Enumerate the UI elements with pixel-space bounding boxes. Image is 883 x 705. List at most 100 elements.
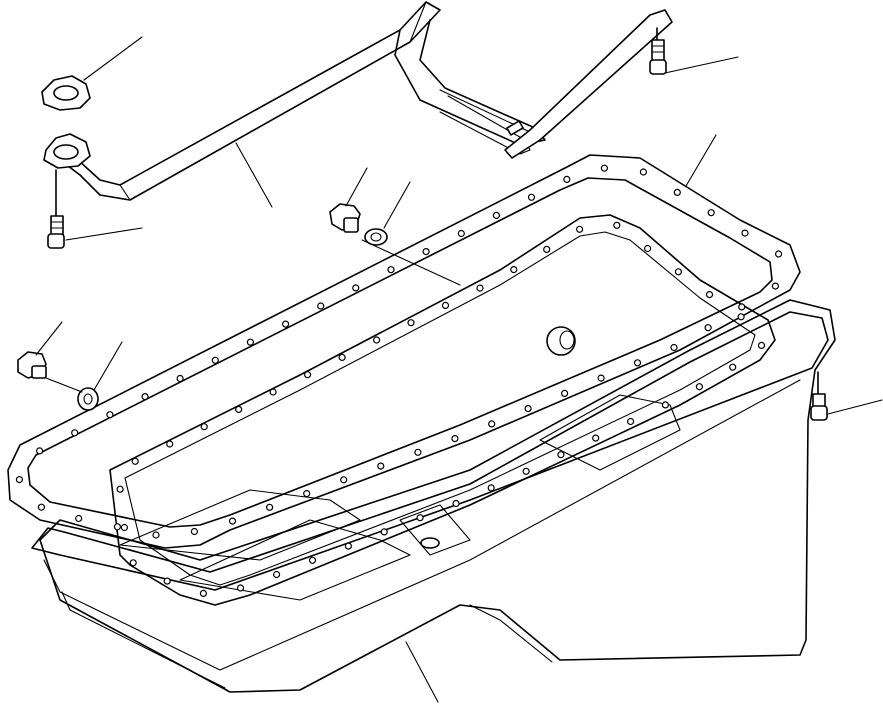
gasket-bolt-hole <box>35 447 44 455</box>
leader-bracket-bolt <box>664 56 739 74</box>
gasket-bolt-hole <box>387 266 395 274</box>
gasket-bolt-hole <box>639 168 648 176</box>
gasket-bolt-hole <box>707 209 715 217</box>
gasket-bolt-hole <box>407 319 415 327</box>
gasket-bolt-hole <box>235 405 243 413</box>
gasket-bolt-hole <box>695 383 704 391</box>
gasket-bolt-hole <box>338 353 346 361</box>
gasket-bolt-hole <box>308 556 317 564</box>
gasket-bolt-hole <box>600 164 609 172</box>
drain-plug <box>329 203 361 233</box>
gasket-bolt-hole <box>273 570 281 579</box>
gasket-bolt-hole <box>246 338 254 346</box>
gasket-bolt-hole <box>452 499 460 508</box>
mounting-bolt <box>47 169 65 249</box>
gasket-bolt-hole <box>774 250 783 258</box>
gasket-bolt-hole <box>488 420 496 428</box>
leader-drain-plug-lower <box>35 321 63 356</box>
gasket-bolt-hole <box>304 371 312 379</box>
pipe-gasket <box>41 75 91 111</box>
gasket-bolt-hole <box>282 320 290 328</box>
gasket-bolt-hole <box>673 188 681 196</box>
gasket-bolt-hole <box>737 313 745 321</box>
gasket-bolt-hole <box>771 282 780 290</box>
gasket-bolt-holes <box>15 164 783 598</box>
gasket-bolt-hole <box>704 324 712 332</box>
leader-drain-plug-upper <box>345 167 368 207</box>
gasket-bolt-hole <box>422 248 430 256</box>
gasket-bolt-hole <box>592 434 600 442</box>
gasket-bolt-hole <box>211 356 219 364</box>
gasket-bolt-hole <box>129 559 137 567</box>
gasket-bolt-hole <box>163 577 171 585</box>
gasket-bolt-hole <box>15 476 23 484</box>
gasket-bolt-hole <box>113 523 122 531</box>
gasket-bolt-hole <box>670 343 678 352</box>
gasket-bolt-hole <box>373 336 381 344</box>
gasket-bolt-hole <box>457 229 465 238</box>
gasket-bolt-hole <box>560 389 569 397</box>
gasket-bolt-hole <box>757 341 766 349</box>
gasket-bolt-hole <box>522 467 530 475</box>
strainer-support-bracket <box>504 9 673 159</box>
gasket-bolt-hole <box>199 589 207 598</box>
gasket-bolt-hole <box>557 451 565 459</box>
gasket-bolt-hole <box>131 457 139 465</box>
gasket-bolt-hole <box>266 503 274 511</box>
leader-washer-upper <box>383 181 411 229</box>
gasket-bolt-hole <box>451 435 459 443</box>
gasket-bolt-hole <box>380 528 388 536</box>
gasket-bolt-hole <box>166 440 174 448</box>
gasket-bolt-hole <box>352 284 360 292</box>
gasket-bolt-hole <box>37 503 46 511</box>
drain-axis-line <box>361 239 461 286</box>
gasket-bolt-hole <box>597 374 605 382</box>
gasket-bolt-hole <box>176 374 184 383</box>
gasket-bolt-hole <box>106 411 114 419</box>
gasket-bolt-hole <box>626 417 635 426</box>
gasket-bolt-hole <box>441 301 450 309</box>
gasket-bolt-hole <box>303 490 311 498</box>
gasket-bolt-hole <box>575 225 584 233</box>
gasket-bolt-hole <box>563 175 571 183</box>
gasket-bolt-hole <box>510 266 518 274</box>
gasket-bolt-hole <box>543 245 551 253</box>
gasket-bolt-hole <box>377 462 385 470</box>
gasket-bolt-hole <box>340 476 348 484</box>
leader-pipe-gasket <box>83 36 143 81</box>
gasket-bolt-hole <box>674 268 683 276</box>
gasket-bolt-hole <box>344 542 352 550</box>
pan-floor-plug <box>546 326 576 356</box>
gasket-bolt-hole <box>476 284 484 292</box>
leader-mounting-bolt <box>65 227 143 241</box>
gasket-bolt-hole <box>317 302 325 310</box>
bracket-bolt <box>649 27 667 75</box>
gasket-bolt-hole <box>613 221 621 229</box>
gasket-bolt-hole <box>524 405 532 413</box>
oil-pan-gasket <box>7 154 801 606</box>
drain-plug <box>17 351 47 379</box>
pan-side-bolt <box>810 371 828 421</box>
gasket-bolt-hole <box>416 514 424 522</box>
leader-oil-pan-gasket <box>685 134 717 187</box>
gasket-bolt-hole <box>190 527 198 536</box>
gasket-bolt-hole <box>71 429 79 437</box>
leader-lines <box>35 36 883 703</box>
gasket-bolt-hole <box>643 244 652 253</box>
gasket-bolt-hole <box>152 531 160 539</box>
suction-pipe <box>43 1 546 201</box>
gasket-bolt-hole <box>236 584 245 592</box>
gasket-bolt-hole <box>414 448 422 456</box>
gasket-bolt-hole <box>116 485 124 493</box>
gasket-bolt-hole <box>661 401 670 409</box>
leader-suction-pipe <box>235 142 273 208</box>
gasket-bolt-hole <box>633 359 642 367</box>
leader-washer-lower <box>93 341 123 391</box>
gasket-bolt-hole <box>269 388 277 396</box>
gasket-bolt-hole <box>741 229 749 237</box>
gasket-bolt-hole <box>487 484 495 492</box>
gasket-bolt-hole <box>705 291 714 299</box>
drain-axis-line <box>45 377 83 393</box>
leader-oil-pan <box>405 641 439 703</box>
gasket-bolt-hole <box>527 193 536 201</box>
